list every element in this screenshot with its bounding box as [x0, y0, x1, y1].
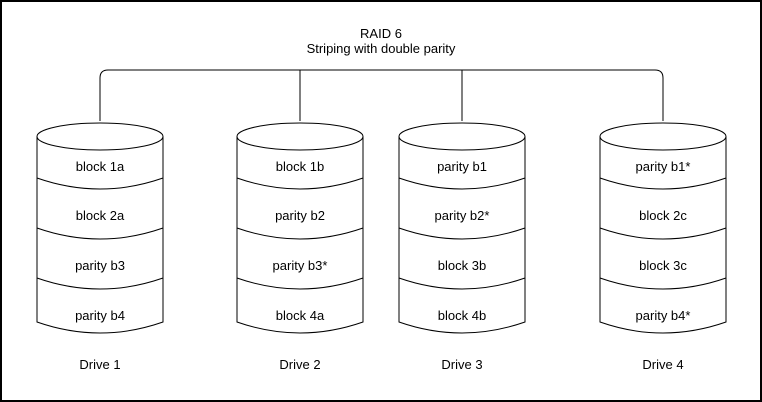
drive-2-block-4: block 4a: [275, 308, 325, 323]
cylinder-top: [36, 122, 164, 151]
divider-3: [599, 277, 727, 290]
divider-3: [398, 277, 526, 290]
divider-1: [599, 177, 727, 190]
drive-1-label: Drive 1: [79, 357, 121, 372]
drive-4: parity b1* block 2c block 3c parity b4* …: [599, 120, 727, 378]
cylinder-top: [599, 122, 727, 151]
divider-3: [236, 277, 364, 290]
drive-3: parity b1 parity b2* block 3b block 4b D…: [398, 120, 526, 378]
drive-1-block-2: block 2a: [75, 208, 125, 223]
cylinder-shape: [599, 122, 727, 334]
cylinder-body: [236, 136, 364, 334]
cylinder-body: [599, 136, 727, 334]
title-line-2: Striping with double parity: [306, 41, 456, 56]
cylinder-shape: [398, 122, 526, 334]
drive-2-block-2: parity b2: [275, 208, 325, 223]
divider-1: [36, 177, 164, 190]
drive-1-block-1: block 1a: [75, 159, 125, 174]
divider-1: [398, 177, 526, 190]
drive-1-block-4: parity b4: [75, 308, 125, 323]
drive-2-label: Drive 2: [279, 357, 321, 372]
drive-3-block-2: parity b2*: [434, 208, 490, 223]
drive-4-block-2: block 2c: [639, 208, 687, 223]
diagram-title: RAID 6 Striping with double parity: [2, 26, 760, 56]
drive-3-block-3: block 3b: [437, 258, 487, 273]
cylinder-body: [398, 136, 526, 334]
drive-4-label: Drive 4: [642, 357, 684, 372]
divider-2: [398, 227, 526, 240]
cylinder-body: [36, 136, 164, 334]
divider-1: [236, 177, 364, 190]
drive-4-block-1: parity b1*: [635, 159, 691, 174]
title-line-1: RAID 6: [360, 26, 402, 41]
drive-2-block-1: block 1b: [275, 159, 325, 174]
cylinder-shape: [236, 122, 364, 334]
drive-1-block-3: parity b3: [75, 258, 125, 273]
drive-4-block-3: block 3c: [639, 258, 687, 273]
drive-2: block 1b parity b2 parity b3* block 4a D…: [236, 120, 364, 378]
drive-3-block-1: parity b1: [437, 159, 487, 174]
drive-4-block-4: parity b4*: [635, 308, 691, 323]
divider-2: [236, 227, 364, 240]
cylinder-shape: [36, 122, 164, 334]
connector-path: [99, 69, 664, 121]
drive-2-block-3: parity b3*: [272, 258, 328, 273]
drive-1: block 1a block 2a parity b3 parity b4 Dr…: [36, 120, 164, 378]
cylinder-top: [398, 122, 526, 151]
divider-3: [36, 277, 164, 290]
cylinder-top: [236, 122, 364, 151]
divider-2: [599, 227, 727, 240]
drive-3-block-4: block 4b: [437, 308, 487, 323]
divider-2: [36, 227, 164, 240]
drive-3-label: Drive 3: [441, 357, 483, 372]
